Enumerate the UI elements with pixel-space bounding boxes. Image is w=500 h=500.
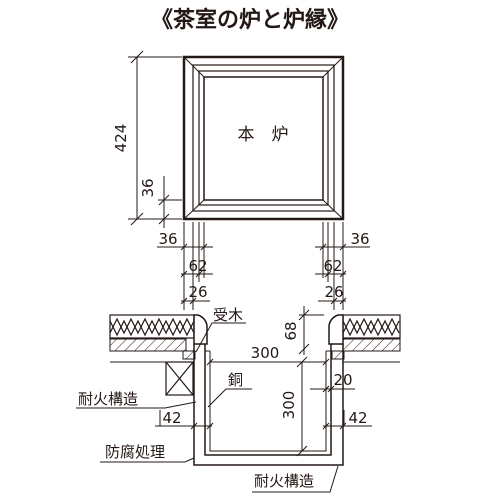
dim-42-right-value: 42: [348, 409, 367, 427]
right-hearth-rim-profile: [328, 314, 344, 345]
left-tatami-section: [109, 314, 195, 339]
dimension-42-left: [155, 410, 214, 430]
dimension-20: [310, 385, 355, 393]
dim-20-value: 20: [333, 371, 352, 389]
dimension-42-right: [322, 410, 372, 430]
receiver-wood-left: [182, 350, 196, 360]
dim-36-left: 36: [158, 230, 177, 248]
hearth-label: 本 炉: [238, 125, 289, 145]
dim-424-value: 424: [112, 124, 130, 153]
dimension-36-vertical: [158, 176, 182, 228]
frame-extension-lines: [183, 222, 344, 310]
receiver-wood-right: [331, 350, 345, 360]
label-fireproof-bottom: 耐火構造: [254, 472, 314, 490]
label-receiver-wood: 受木: [213, 306, 243, 324]
dimension-300-horizontal: [206, 358, 330, 366]
dimension-424: [128, 50, 182, 226]
hearth-box-walls: [193, 344, 344, 466]
dim-300-vertical-value: 300: [280, 391, 298, 420]
label-anti-rot: 防腐処理: [105, 443, 165, 461]
joist-box: [165, 361, 194, 396]
dim-26-right: 26: [324, 283, 343, 301]
dim-300-horizontal-value: 300: [251, 344, 280, 362]
label-copper: 銅: [228, 371, 243, 389]
dimension-300-vertical: [296, 356, 308, 457]
label-fireproof-left: 耐火構造: [78, 390, 138, 408]
right-tatami-section: [342, 314, 401, 339]
right-horizontal-dimensions: [315, 243, 370, 305]
hearth-frame-top-view: [182, 55, 345, 221]
left-floor-board: [109, 338, 187, 352]
dim-36-right: 36: [350, 230, 369, 248]
left-hearth-rim-profile: [193, 314, 208, 345]
dim-26-left: 26: [188, 283, 207, 301]
left-horizontal-dimensions: [157, 243, 213, 305]
leader-lines: [76, 322, 339, 493]
dim-62-right: 62: [323, 257, 342, 275]
right-floor-board: [342, 338, 401, 352]
dim-68-value: 68: [282, 321, 300, 340]
dim-62-left: 62: [188, 257, 207, 275]
diagram-title: 《茶室の炉と炉縁》: [151, 7, 349, 33]
dim-36-vertical-value: 36: [139, 178, 157, 197]
dim-42-left-value: 42: [162, 409, 181, 427]
dimension-68: [298, 306, 324, 355]
